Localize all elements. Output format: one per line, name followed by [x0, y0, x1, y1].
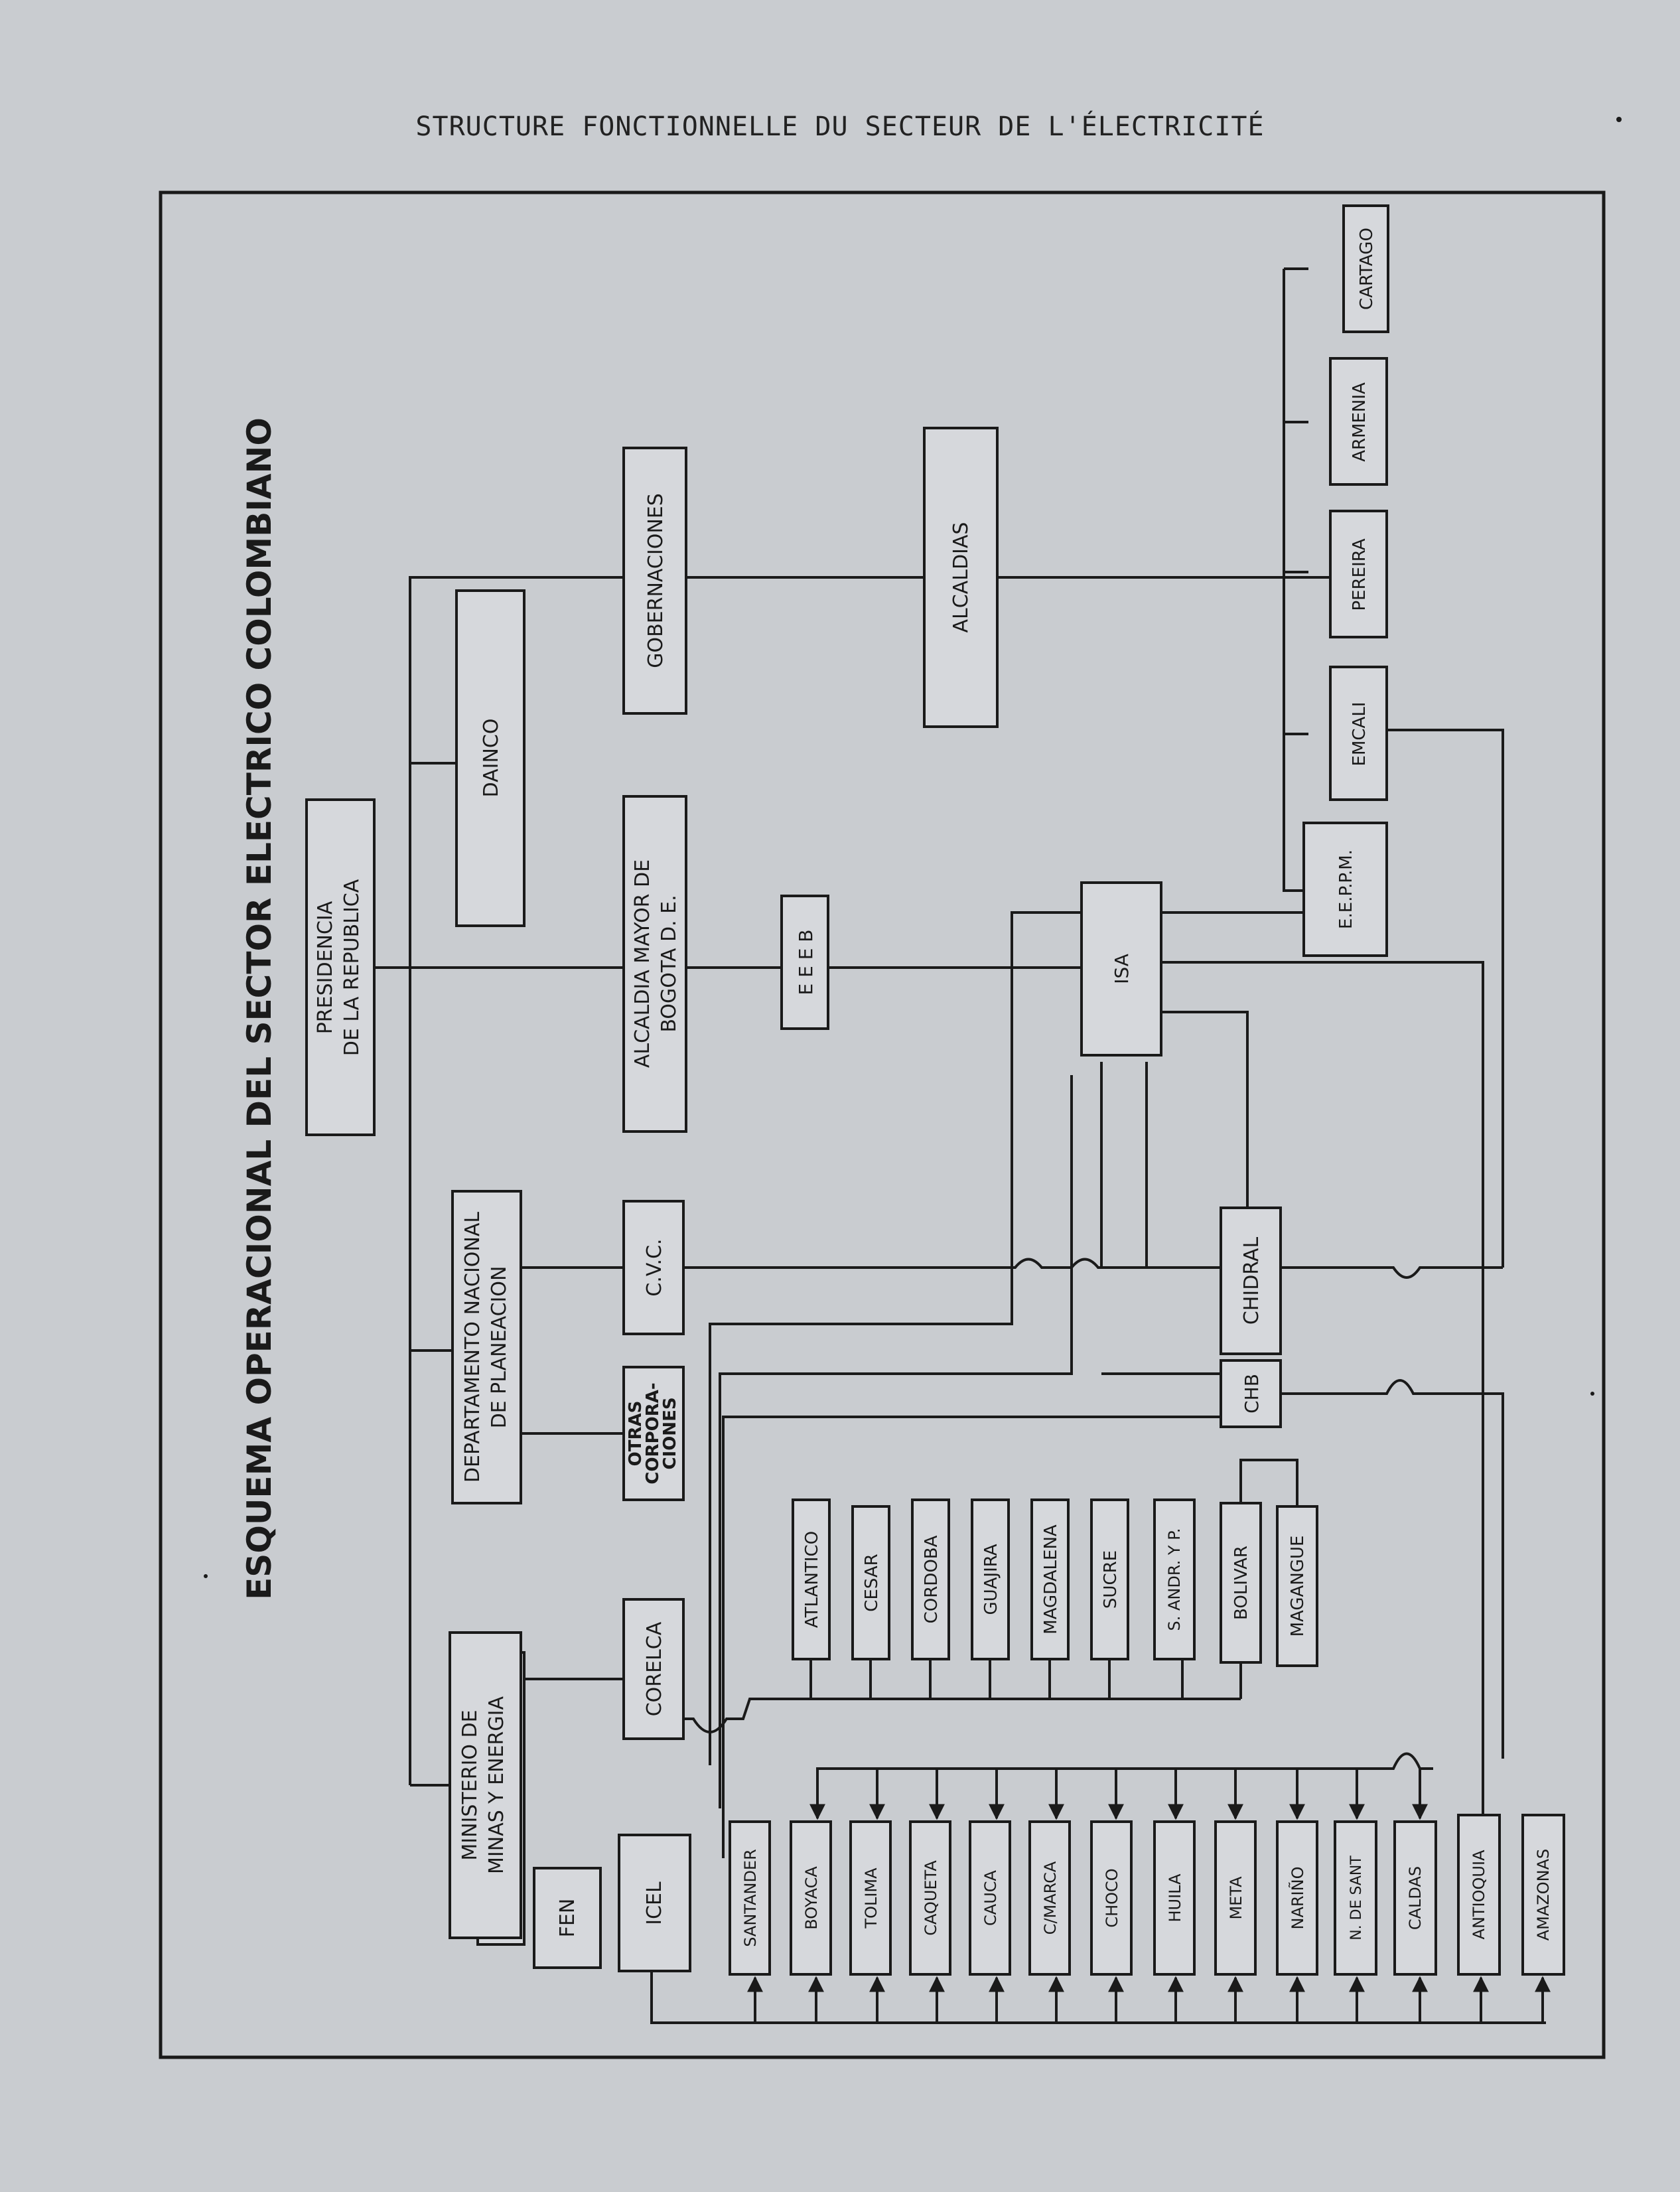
node-isa: ISA [1080, 881, 1162, 1057]
node-chidral: CHIDRAL [1220, 1206, 1282, 1355]
node-chidral-label: CHIDRAL [1240, 1237, 1263, 1325]
node-ministerio-line-2: MINAS Y ENERGIA [485, 1696, 508, 1874]
corelca-company-label: BOLIVAR [1231, 1546, 1251, 1620]
node-cvc-label: C.V.C. [643, 1238, 666, 1296]
municipal-company-label: E.E.P.P.M. [1336, 849, 1356, 929]
icel-company-label: C/MARCA [1041, 1861, 1060, 1935]
icel-company-label: ANTIOQUIA [1470, 1850, 1488, 1940]
municipal-company-label: CARTAGO [1357, 228, 1377, 310]
node-otras-line-2: CORPORA- [643, 1382, 663, 1484]
scan-speck [1616, 117, 1622, 122]
node-planeacion-line-1: DEPARTAMENTO NACIONAL [461, 1212, 484, 1483]
scan-speck [204, 1574, 208, 1578]
icel-company-label: NARIÑO [1287, 1867, 1307, 1930]
node-icel-label: ICEL [643, 1881, 666, 1925]
node-fen: FEN [533, 1867, 602, 1969]
icel-company-label: CAUCA [981, 1869, 1000, 1926]
node-planeacion-line-2: DE PLANEACION [488, 1266, 511, 1429]
node-dainco-label: DAINCO [480, 719, 503, 798]
node-corelca-label: CORELCA [643, 1621, 666, 1716]
icel-company-label: BOYACA [802, 1866, 821, 1930]
node-alcaldias: ALCALDIAS [923, 427, 999, 728]
diagram-title: ESQUEMA OPERACIONAL DEL SECTOR ELECTRICO… [240, 417, 279, 1600]
icel-company-label: META [1227, 1876, 1245, 1920]
municipal-company-label: EMCALI [1350, 702, 1369, 767]
node-eeeb: E E E B [780, 895, 829, 1030]
icel-companies: SANTANDER BOYACA TOLIMA CAQUETA CAUCA C/… [729, 1814, 1565, 1976]
icel-company-label: SANTANDER [741, 1849, 760, 1947]
node-alcaldias-label: ALCALDIAS [949, 522, 973, 633]
node-alcaldia-mayor-line-2: BOGOTA D. E. [658, 895, 681, 1032]
diagram-frame [159, 190, 1606, 2059]
node-presidencia-line-2: DE LA REPUBLICA [340, 879, 364, 1056]
node-gobernaciones: GOBERNACIONES [622, 447, 687, 715]
node-planeacion: DEPARTAMENTO NACIONAL DE PLANEACION [451, 1190, 522, 1504]
node-eeeb-label: E E E B [795, 930, 817, 995]
node-cvc: C.V.C. [622, 1200, 685, 1335]
icel-company-label: CAQUETA [922, 1860, 940, 1936]
node-otras-line-1: OTRAS [626, 1401, 646, 1467]
corelca-company-label: ATLANTICO [802, 1531, 822, 1628]
corelca-company-label: CORDOBA [922, 1535, 942, 1623]
icel-company-label: CHOCO [1103, 1868, 1121, 1927]
node-fen-label: FEN [556, 1899, 579, 1938]
municipal-company-label: PEREIRA [1350, 538, 1369, 611]
corelca-company-label: S. ANDR. Y P. [1165, 1528, 1184, 1631]
node-icel: ICEL [618, 1834, 691, 1972]
node-chb-label: CHB [1241, 1374, 1263, 1414]
icel-company-label: TOLIMA [862, 1867, 880, 1929]
icel-company-label: HUILA [1166, 1873, 1184, 1923]
corelca-companies: ATLANTICO CESAR CORDOBA GUAJIRA MAGDALEN… [792, 1498, 1318, 1667]
node-chb: CHB [1220, 1359, 1282, 1428]
node-ministerio-line-1: MINISTERIO DE [458, 1710, 482, 1860]
node-alcaldia-mayor-line-1: ALCALDIA MAYOR DE [631, 859, 654, 1068]
connector-lines [373, 267, 1551, 2024]
node-otras-line-3: CIONES [660, 1397, 680, 1469]
page-title: STRUCTURE FONCTIONNELLE DU SECTEUR DE L'… [415, 111, 1265, 142]
corelca-company-label: MAGANGUE [1288, 1536, 1308, 1637]
corelca-company-label: GUAJIRA [981, 1544, 1001, 1615]
icel-company-label: N. DE SANT [1348, 1856, 1365, 1940]
municipal-companies: CARTAGO ARMENIA PEREIRA EMCALI E.E.P.P.M… [1302, 204, 1389, 957]
node-presidencia-line-1: PRESIDENCIA [314, 901, 337, 1034]
corelca-company-label: CESAR [862, 1554, 882, 1611]
corelca-company-label: MAGDALENA [1041, 1524, 1061, 1635]
node-isa-label: ISA [1111, 954, 1133, 984]
node-corelca: CORELCA [622, 1598, 685, 1740]
node-alcaldia-mayor: ALCALDIA MAYOR DE BOGOTA D. E. [622, 795, 687, 1133]
node-presidencia: PRESIDENCIA DE LA REPUBLICA [305, 798, 376, 1136]
municipal-company-label: ARMENIA [1350, 382, 1369, 462]
icel-company-label: CALDAS [1406, 1866, 1425, 1930]
node-dainco: DAINCO [455, 589, 525, 927]
node-otras-corporaciones: OTRAS CORPORA- CIONES [622, 1366, 685, 1501]
scan-speck [1590, 1392, 1594, 1396]
node-ministerio: MINISTERIO DE MINAS Y ENERGIA [449, 1631, 525, 1946]
corelca-company-label: SUCRE [1101, 1550, 1121, 1609]
icel-company-label: AMAZONAS [1534, 1849, 1553, 1940]
node-gobernaciones-label: GOBERNACIONES [644, 493, 667, 668]
